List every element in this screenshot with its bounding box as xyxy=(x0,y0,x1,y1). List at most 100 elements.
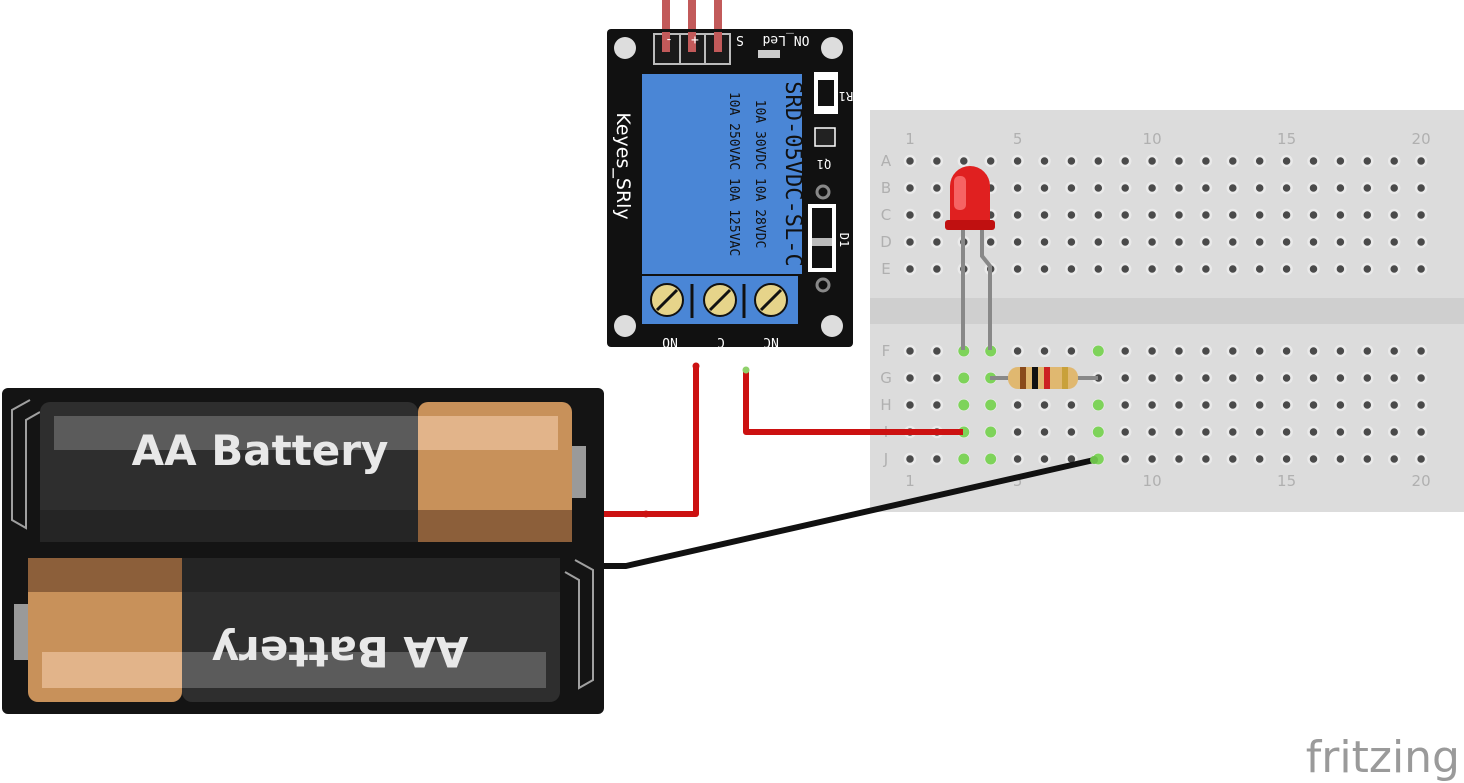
breadboard-hole xyxy=(1253,371,1266,385)
breadboard-hole xyxy=(1226,235,1240,249)
breadboard-hole xyxy=(930,235,944,249)
breadboard-hole xyxy=(1118,425,1132,439)
breadboard-hole xyxy=(1065,208,1078,222)
breadboard-hole xyxy=(1118,398,1132,412)
breadboard-hole xyxy=(1307,181,1320,195)
breadboard-hole xyxy=(1199,235,1213,249)
breadboard-hole xyxy=(930,344,944,358)
header-pin xyxy=(714,0,722,36)
breadboard-column-label: 10 xyxy=(1143,130,1162,148)
breadboard-hole xyxy=(1414,181,1428,195)
breadboard-hole xyxy=(1199,452,1213,466)
breadboard-hole xyxy=(1414,208,1428,222)
breadboard-hole xyxy=(1011,181,1024,195)
breadboard-hole xyxy=(1334,371,1347,385)
breadboard-hole xyxy=(1334,344,1347,358)
breadboard-hole xyxy=(1092,399,1104,411)
breadboard-column-label: 15 xyxy=(1277,130,1296,148)
breadboard-row-label: A xyxy=(881,152,892,170)
breadboard-hole xyxy=(1065,425,1078,439)
breadboard-column-label: 20 xyxy=(1412,130,1431,148)
terminal-label: NO xyxy=(662,334,678,349)
breadboard-hole xyxy=(1145,208,1159,222)
battery-cell-1: AA Battery xyxy=(40,402,586,542)
breadboard-hole xyxy=(1387,371,1401,385)
breadboard-column-label: 5 xyxy=(1013,130,1023,148)
breadboard-hole xyxy=(1414,235,1428,249)
breadboard-hole xyxy=(1226,452,1240,466)
breadboard-hole xyxy=(903,398,917,412)
breadboard-hole xyxy=(903,181,917,195)
breadboard-hole xyxy=(1011,452,1024,466)
breadboard-row-label: H xyxy=(880,396,891,414)
breadboard-hole xyxy=(1307,344,1320,358)
breadboard-hole xyxy=(903,344,917,358)
breadboard-hole xyxy=(1199,181,1213,195)
r1-label: R1 xyxy=(839,89,853,103)
led-label: ON_Led xyxy=(763,32,810,47)
breadboard-hole xyxy=(1065,181,1078,195)
breadboard-hole xyxy=(1145,371,1159,385)
breadboard-hole xyxy=(1280,371,1293,385)
terminal-label: C xyxy=(717,334,725,349)
breadboard-hole xyxy=(1092,181,1105,195)
breadboard-hole xyxy=(1361,154,1374,168)
breadboard-hole xyxy=(1199,371,1213,385)
relay-rating-line-2: 10A 30VDC 10A 28VDC xyxy=(752,100,767,249)
breadboard-column-label: 5 xyxy=(1013,472,1023,490)
breadboard-hole xyxy=(1065,344,1078,358)
breadboard-hole xyxy=(1361,452,1374,466)
breadboard-hole xyxy=(1172,452,1186,466)
breadboard-hole xyxy=(930,371,944,385)
breadboard-hole xyxy=(1118,154,1132,168)
breadboard-hole xyxy=(1414,371,1428,385)
breadboard-hole xyxy=(1172,208,1186,222)
breadboard-hole xyxy=(1253,208,1266,222)
breadboard-hole xyxy=(1253,154,1266,168)
breadboard-hole xyxy=(1334,235,1347,249)
breadboard-hole xyxy=(1065,154,1078,168)
breadboard-holes xyxy=(903,154,1428,466)
breadboard-hole xyxy=(903,262,917,276)
breadboard-hole xyxy=(958,399,970,411)
breadboard-hole xyxy=(1253,452,1266,466)
led xyxy=(945,166,995,350)
breadboard-hole xyxy=(1092,235,1105,249)
pin-label: + xyxy=(691,32,699,47)
breadboard-hole xyxy=(1334,181,1347,195)
breadboard-hole xyxy=(1038,181,1051,195)
battery-label: AA Battery xyxy=(132,426,389,475)
breadboard-hole xyxy=(1387,235,1401,249)
breadboard-hole xyxy=(1172,425,1186,439)
spring-contact-icon xyxy=(564,559,594,690)
breadboard-hole xyxy=(930,398,944,412)
breadboard-hole xyxy=(1011,235,1024,249)
relay-model: SRD-05VDC-SL-C xyxy=(780,81,805,266)
breadboard-hole xyxy=(1038,344,1051,358)
breadboard-hole xyxy=(957,154,971,168)
breadboard-hole xyxy=(1038,235,1051,249)
relay-rating-line-1: 10A 250VAC 10A 125VAC xyxy=(726,92,741,256)
breadboard-row-label: J xyxy=(883,450,888,468)
breadboard-row-label: D xyxy=(880,233,892,251)
breadboard-hole xyxy=(1280,154,1293,168)
breadboard-hole xyxy=(1334,452,1347,466)
breadboard-hole xyxy=(1307,425,1320,439)
breadboard-hole xyxy=(1172,262,1186,276)
breadboard-hole xyxy=(1307,398,1320,412)
breadboard-hole xyxy=(1092,345,1104,357)
breadboard-hole xyxy=(1172,344,1186,358)
breadboard-hole xyxy=(1172,154,1186,168)
d1-label: D1 xyxy=(837,233,851,247)
breadboard-hole xyxy=(1145,181,1159,195)
breadboard-hole xyxy=(985,345,997,357)
battery-pack: AA Battery AA Battery xyxy=(2,388,604,714)
breadboard-hole xyxy=(903,371,917,385)
breadboard-hole xyxy=(985,399,997,411)
breadboard-hole xyxy=(1226,262,1240,276)
status-led-icon xyxy=(758,50,780,58)
breadboard-hole xyxy=(1065,398,1078,412)
breadboard-hole xyxy=(1280,235,1293,249)
